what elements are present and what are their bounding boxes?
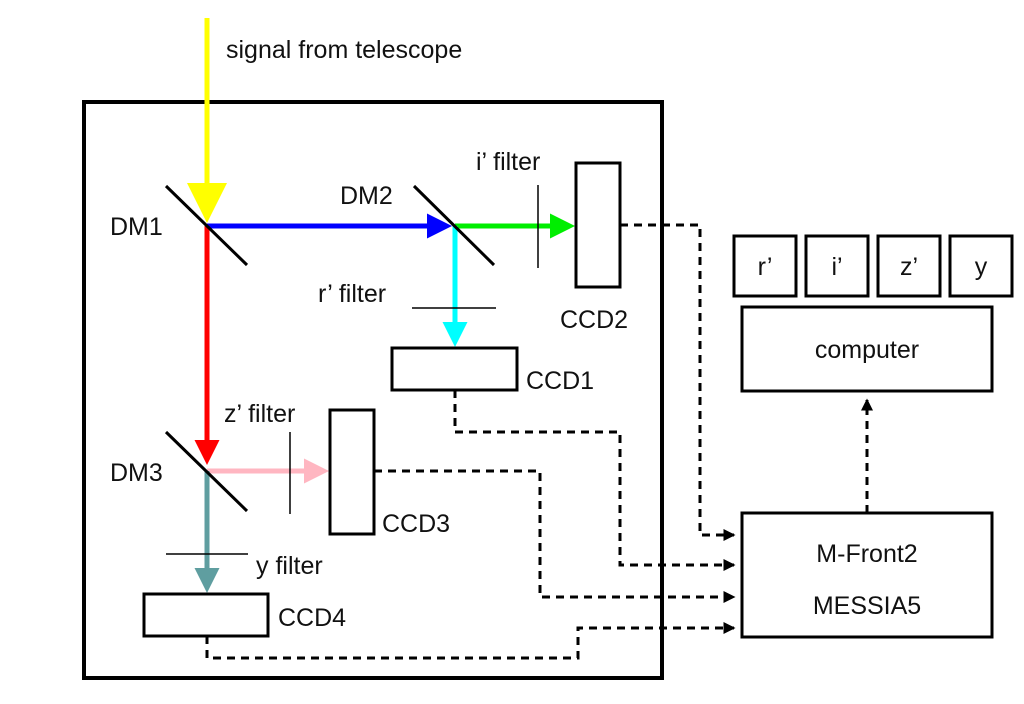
computer-label: computer xyxy=(815,336,919,364)
computer-box xyxy=(740,305,994,393)
band-label-z: z’ xyxy=(900,253,918,281)
band-box-z xyxy=(876,234,942,298)
r-filter-label: r’ filter xyxy=(318,280,386,308)
ccd1-box xyxy=(390,346,519,392)
cable-ccd1 xyxy=(453,390,736,571)
band-box-i xyxy=(804,234,870,298)
band-box-r xyxy=(732,234,798,298)
cable-ccd2 xyxy=(620,223,736,541)
messia-label: MESSIA5 xyxy=(813,592,921,620)
signal-label: signal from telescope xyxy=(226,36,462,64)
ccd2-box xyxy=(574,161,622,289)
band-box-y xyxy=(948,234,1014,298)
z-filter-label: z’ filter xyxy=(224,400,295,428)
dm2-mirror xyxy=(412,184,496,267)
dm1-label: DM1 xyxy=(110,213,163,241)
y-filter-label: y filter xyxy=(256,552,323,580)
i-filter-label: i’ filter xyxy=(476,148,540,176)
ccd4-label: CCD4 xyxy=(278,604,346,632)
instrument-enclosure xyxy=(82,100,664,680)
ccd3-box xyxy=(328,408,376,536)
ccd4-box xyxy=(142,592,270,638)
dm2-label: DM2 xyxy=(340,182,393,210)
band-label-i: i’ xyxy=(831,253,842,281)
ccd3-label: CCD3 xyxy=(382,510,450,538)
cable-ccd3 xyxy=(374,469,736,603)
band-label-r: r’ xyxy=(758,253,773,281)
ccd1-label: CCD1 xyxy=(526,367,594,395)
dm3-label: DM3 xyxy=(110,459,163,487)
mfront-label: M-Front2 xyxy=(816,540,917,568)
cable-ccd4 xyxy=(205,622,736,660)
band-label-y: y xyxy=(975,253,988,281)
ccd2-label: CCD2 xyxy=(560,306,628,334)
dm3-mirror xyxy=(164,430,249,513)
dm1-mirror xyxy=(164,184,249,267)
